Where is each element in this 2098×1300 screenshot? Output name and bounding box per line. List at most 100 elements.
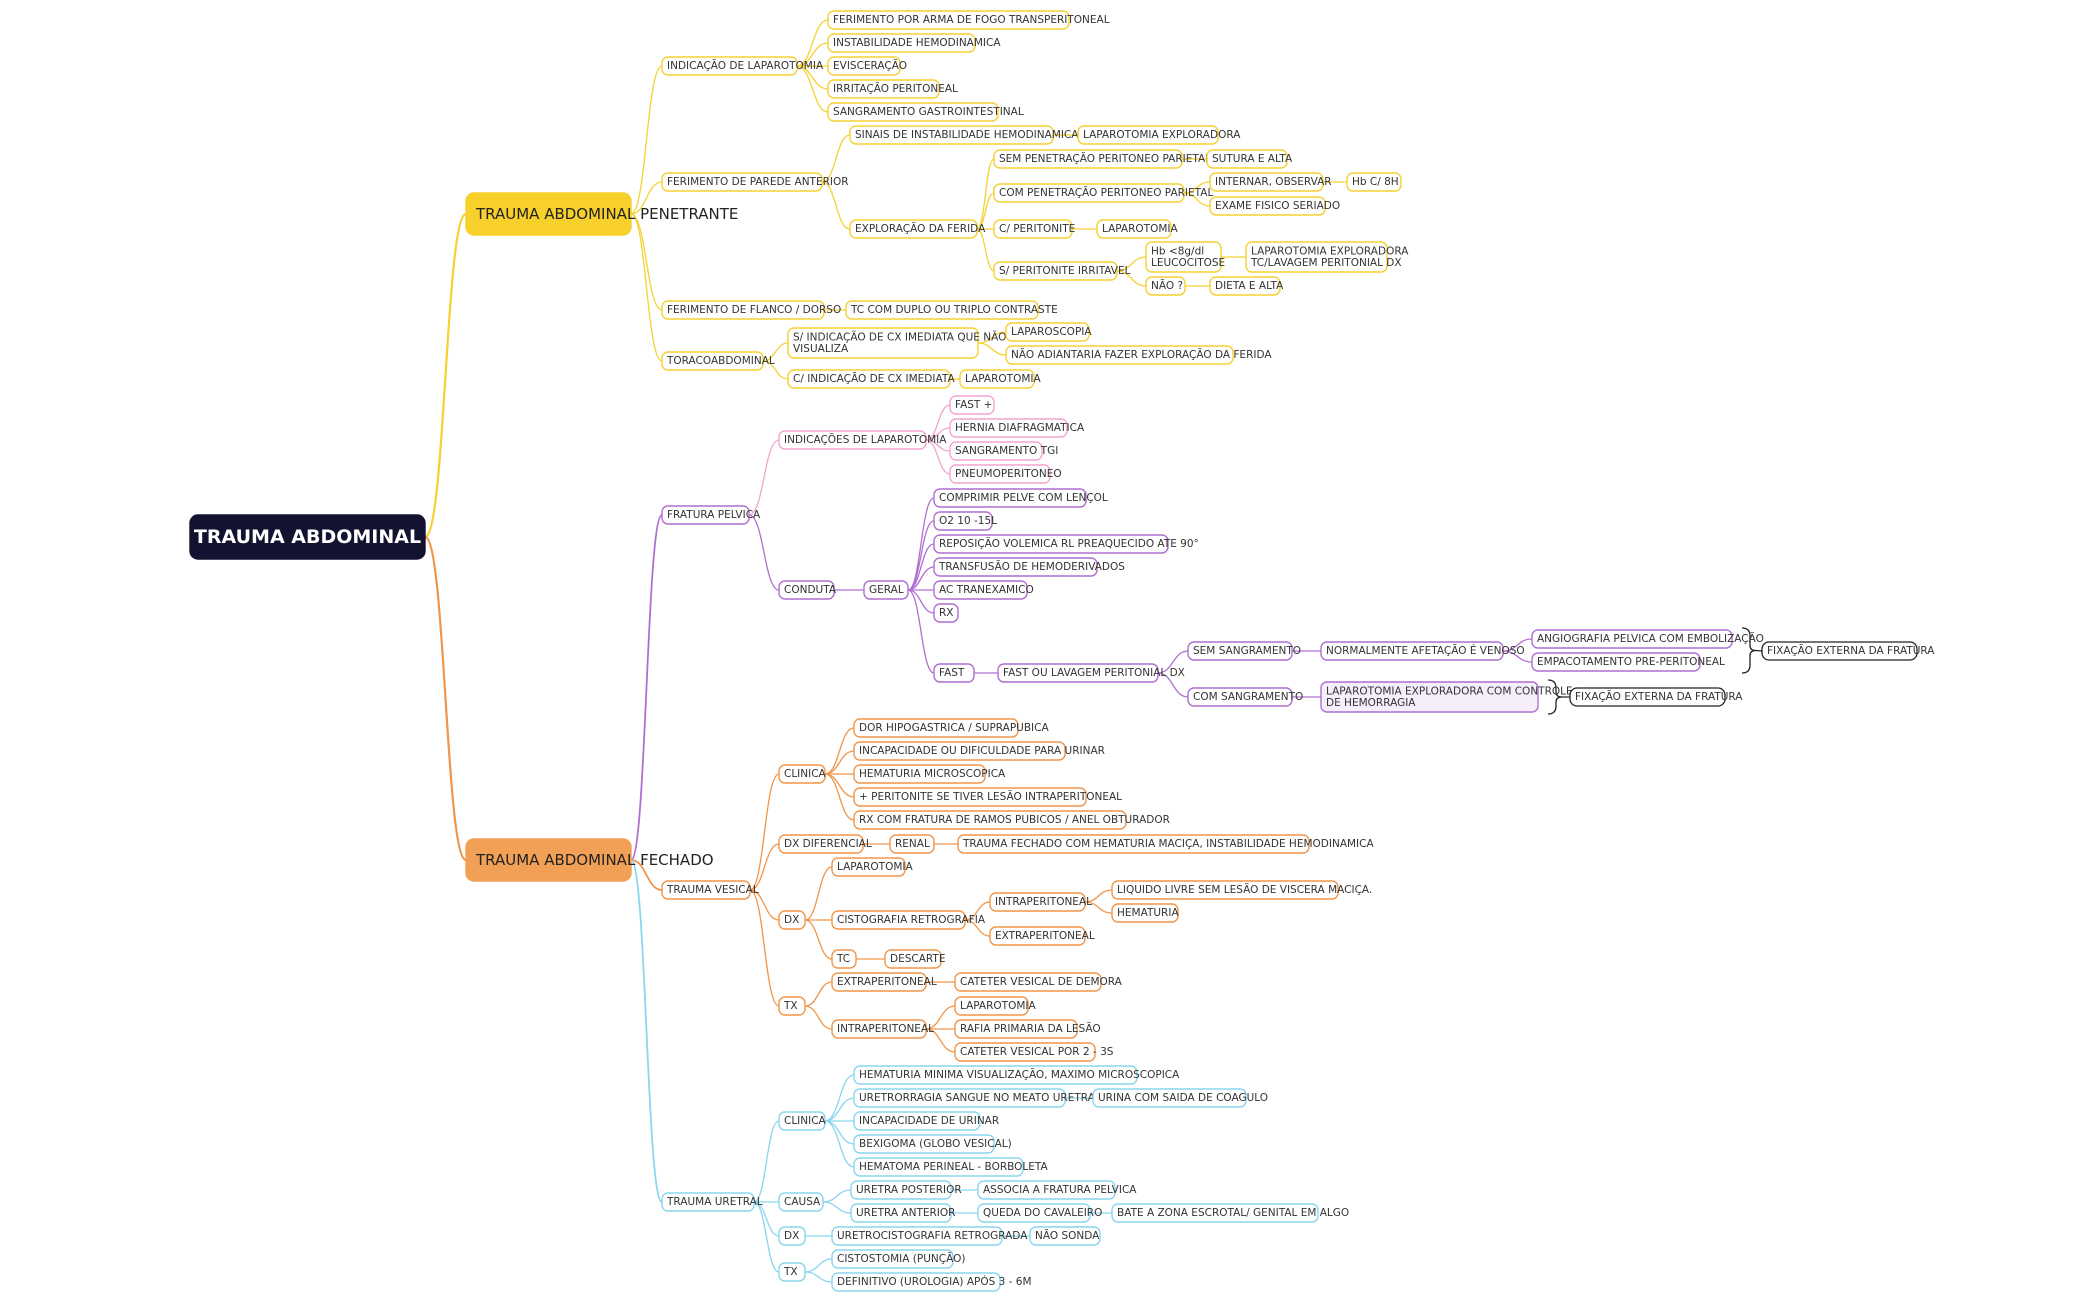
node-tv-c2[interactable]: INCAPACIDADE OU DIFICULDADE PARA URINAR: [853, 741, 1105, 761]
node-p-ffd[interactable]: FERIMENTO DE FLANCO / DORSO: [661, 300, 841, 320]
node-p-fpa-lapexp[interactable]: LAPAROTOMIA EXPLORADORA: [1077, 125, 1241, 145]
node-p-ind[interactable]: INDICAÇÃO DE LAPAROTOMIA: [661, 56, 824, 76]
node-p-nao[interactable]: NÃO ?: [1145, 276, 1186, 296]
node-tv-cist[interactable]: CISTOGRAFIA RETROGRAFIA: [831, 910, 986, 930]
node-p-cper[interactable]: C/ PERITONITE: [993, 219, 1075, 239]
node-tu-cli[interactable]: CLINICA: [778, 1111, 827, 1131]
node-tv-dx[interactable]: DX: [778, 910, 806, 930]
node-tv-ti3[interactable]: CATETER VESICAL POR 2 - 3S: [954, 1042, 1114, 1062]
node-fp-g1[interactable]: COMPRIMIR PELVE COM LENÇOL: [933, 488, 1108, 508]
node-tv-cli[interactable]: CLINICA: [778, 764, 827, 784]
node-tv-desc[interactable]: DESCARTE: [884, 949, 945, 969]
node-p-nadi[interactable]: NÃO ADIANTARIA FAZER EXPLORAÇÃO DA FERID…: [1005, 345, 1272, 365]
node-fp-g3[interactable]: REPOSIÇÃO VOLEMICA RL PREAQUECIDO ATE 90…: [933, 534, 1199, 554]
node-pen[interactable]: TRAUMA ABDOMINAL PENETRANTE: [465, 192, 738, 236]
node-fp-fix2[interactable]: FIXAÇÃO EXTERNA DA FRATURA: [1569, 687, 1743, 707]
node-tv-ddx[interactable]: DX DIFERENCIAL: [778, 834, 872, 854]
node-tu-assoc[interactable]: ASSOCIA A FRATURA PELVICA: [977, 1180, 1137, 1200]
node-p-sut[interactable]: SUTURA E ALTA: [1206, 149, 1293, 169]
node-p-tor[interactable]: TORACOABDOMINAL: [661, 351, 775, 371]
node-tv-liq[interactable]: LIQUIDO LIVRE SEM LESÃO DE VISCERA MACIÇ…: [1111, 880, 1372, 900]
node-root[interactable]: TRAUMA ABDOMINAL: [189, 514, 426, 560]
node-p-sind[interactable]: S/ INDICAÇÃO DE CX IMEDIATA QUE NÃOVISUA…: [787, 327, 1006, 359]
node-fp[interactable]: FRATURA PELVICA: [661, 505, 761, 525]
node-tv-txi[interactable]: INTRAPERITONEAL: [831, 1019, 934, 1039]
node-tv-c3[interactable]: HEMATURIA MICROSCOPICA: [853, 764, 1006, 784]
node-tu-uret[interactable]: URETROCISTOGRAFIA RETROGRADA: [831, 1226, 1028, 1246]
node-p-fpa-sin[interactable]: SINAIS DE INSTABILIDADE HEMODINAMICA: [849, 125, 1079, 145]
node-tu-bate[interactable]: BATE A ZONA ESCROTAL/ GENITAL EM ALGO: [1111, 1203, 1349, 1223]
node-p-ind-3[interactable]: EVISCERAÇÃO: [827, 56, 907, 76]
node-tu-c3[interactable]: INCAPACIDADE DE URINAR: [853, 1111, 999, 1131]
node-fp-ind-1[interactable]: FAST +: [949, 395, 995, 415]
node-tu-uant[interactable]: URETRA ANTERIOR: [850, 1203, 955, 1223]
node-fp-g2[interactable]: O2 10 -15L: [933, 511, 997, 531]
node-tv-txe[interactable]: EXTRAPERITONEAL: [831, 972, 937, 992]
node-tv-extra[interactable]: EXTRAPERITONEAL: [989, 926, 1095, 946]
node-fp-csang[interactable]: COM SANGRAMENTO: [1187, 687, 1303, 707]
node-tu-nsonda[interactable]: NÃO SONDA: [1029, 1226, 1101, 1246]
node-fp-ind[interactable]: INDICAÇÕES DE LAPAROTOMIA: [778, 430, 947, 450]
node-fp-cond[interactable]: CONDUTA: [778, 580, 837, 600]
node-tu-cist[interactable]: CISTOSTOMIA (PUNÇÃO): [831, 1249, 965, 1269]
node-tv[interactable]: TRAUMA VESICAL: [661, 880, 759, 900]
node-tv-lap[interactable]: LAPAROTOMIA: [831, 857, 914, 877]
node-fp-empac[interactable]: EMPACOTAMENTO PRE-PERITONEAL: [1531, 652, 1725, 672]
node-tv-intra[interactable]: INTRAPERITONEAL: [989, 892, 1092, 912]
node-p-fpa[interactable]: FERIMENTO DE PAREDE ANTERIOR: [661, 172, 849, 192]
node-p-exp[interactable]: EXPLORAÇÃO DA FERIDA: [849, 219, 986, 239]
node-p-clap2[interactable]: LAPAROTOMIA: [959, 369, 1042, 389]
node-fech[interactable]: TRAUMA ABDOMINAL FECHADO: [465, 838, 714, 882]
node-fp-ssang[interactable]: SEM SANGRAMENTO: [1187, 641, 1301, 661]
node-tu[interactable]: TRAUMA URETRAL: [661, 1192, 763, 1212]
node-fp-ind-3[interactable]: SANGRAMENTO TGI: [949, 441, 1058, 461]
node-tv-tc[interactable]: TC: [831, 949, 857, 969]
node-tv-c1[interactable]: DOR HIPOGASTRICA / SUPRAPUBICA: [853, 718, 1049, 738]
node-tv-renx[interactable]: TRAUMA FECHADO COM HEMATURIA MACIÇA, INS…: [957, 834, 1374, 854]
node-tu-def[interactable]: DEFINITIVO (UROLOGIA) APÓS 3 - 6M: [831, 1272, 1032, 1292]
node-p-efs[interactable]: EXAME FISICO SERIADO: [1209, 196, 1340, 216]
node-p-hb8[interactable]: Hb C/ 8H: [1346, 172, 1402, 192]
node-tu-queda[interactable]: QUEDA DO CAVALEIRO: [977, 1203, 1102, 1223]
node-fp-nafet[interactable]: NORMALMENTE AFETAÇÃO É VENOSO: [1320, 641, 1525, 661]
node-p-tc[interactable]: TC COM DUPLO OU TRIPLO CONTRASTE: [845, 300, 1058, 320]
node-tu-tx[interactable]: TX: [778, 1262, 806, 1282]
node-tu-causa[interactable]: CAUSA: [778, 1192, 824, 1212]
node-tv-tx[interactable]: TX: [778, 996, 806, 1016]
node-fp-ind-2[interactable]: HERNIA DIAFRAGMATICA: [949, 418, 1085, 438]
node-p-int[interactable]: INTERNAR, OBSERVAR: [1209, 172, 1332, 192]
node-fp-ind-4[interactable]: PNEUMOPERITONEO: [949, 464, 1062, 484]
node-tv-c4[interactable]: + PERITONITE SE TIVER LESÃO INTRAPERITON…: [853, 787, 1122, 807]
node-tv-cvd[interactable]: CATETER VESICAL DE DEMORA: [954, 972, 1123, 992]
node-tv-ti2[interactable]: RAFIA PRIMARIA DA LESÃO: [954, 1019, 1101, 1039]
node-p-ind-2[interactable]: INSTABILIDADE HEMODINAMICA: [827, 33, 1001, 53]
node-fp-fix1[interactable]: FIXAÇÃO EXTERNA DA FRATURA: [1761, 641, 1935, 661]
node-fp-fast[interactable]: FAST: [933, 663, 975, 683]
node-p-dieta[interactable]: DIETA E ALTA: [1209, 276, 1284, 296]
node-p-com[interactable]: COM PENETRAÇÃO PERITONEO PARIETAL: [993, 183, 1213, 203]
node-tu-c1[interactable]: HEMATURIA MINIMA VISUALIZAÇÃO, MAXIMO MI…: [853, 1065, 1180, 1085]
node-p-clap[interactable]: LAPAROTOMIA: [1096, 219, 1179, 239]
node-p-ind-1[interactable]: FERIMENTO POR ARMA DE FOGO TRANSPERITONE…: [827, 10, 1110, 30]
node-tu-c4[interactable]: BEXIGOMA (GLOBO VESICAL): [853, 1134, 1012, 1154]
node-p-cind[interactable]: C/ INDICAÇÃO DE CX IMEDIATA: [787, 369, 955, 389]
node-tu-dx[interactable]: DX: [778, 1226, 806, 1246]
node-tu-c5[interactable]: HEMATOMA PERINEAL - BORBOLETA: [853, 1157, 1049, 1177]
node-tv-hem[interactable]: HEMATURIA: [1111, 903, 1179, 923]
node-tv-ti1[interactable]: LAPAROTOMIA: [954, 996, 1037, 1016]
node-fp-g5[interactable]: AC TRANEXAMICO: [933, 580, 1034, 600]
node-tu-c2[interactable]: URETRORRAGIA SANGUE NO MEATO URETRAL: [853, 1088, 1101, 1108]
node-p-sem[interactable]: SEM PENETRAÇÃO PERITONEO PARIETAL: [993, 149, 1211, 169]
node-tv-ren[interactable]: RENAL: [889, 834, 935, 854]
node-fp-g6[interactable]: RX: [933, 603, 959, 623]
node-fp-angio[interactable]: ANGIOGRAFIA PELVICA COM EMBOLIZAÇÃO: [1531, 629, 1764, 649]
node-tu-c2a[interactable]: URINA COM SAIDA DE COAGULO: [1092, 1088, 1268, 1108]
node-fp-flav[interactable]: FAST OU LAVAGEM PERITONIAL DX: [997, 663, 1185, 683]
node-p-ind-5[interactable]: SANGRAMENTO GASTROINTESTINAL: [827, 102, 1024, 122]
node-tu-upos[interactable]: URETRA POSTERIOR: [850, 1180, 962, 1200]
node-p-sper[interactable]: S/ PERITONITE IRRITAVEL: [993, 261, 1131, 281]
node-fp-g4[interactable]: TRANSFUSÃO DE HEMODERIVADOS: [933, 557, 1125, 577]
